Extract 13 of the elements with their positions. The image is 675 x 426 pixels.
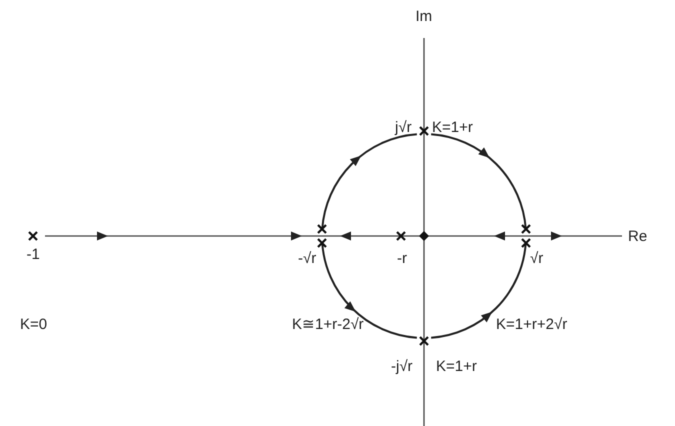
point-label: -1 (26, 246, 40, 264)
point-label: √r (530, 250, 544, 268)
point-label: -j√r (391, 358, 413, 376)
gain-label: K=1+r (436, 358, 477, 376)
point-label: j√r (395, 119, 412, 137)
axis-label: Re (628, 228, 648, 246)
point-label: -√r (298, 250, 316, 268)
gain-label: K=0 (20, 316, 48, 334)
gain-label: K≅1+r-2√r (292, 316, 364, 334)
gain-label: K=1+r+2√r (496, 316, 568, 334)
point-label: -r (397, 250, 407, 268)
axis-label: Im (416, 8, 432, 26)
gain-label: K=1+r (432, 119, 473, 137)
